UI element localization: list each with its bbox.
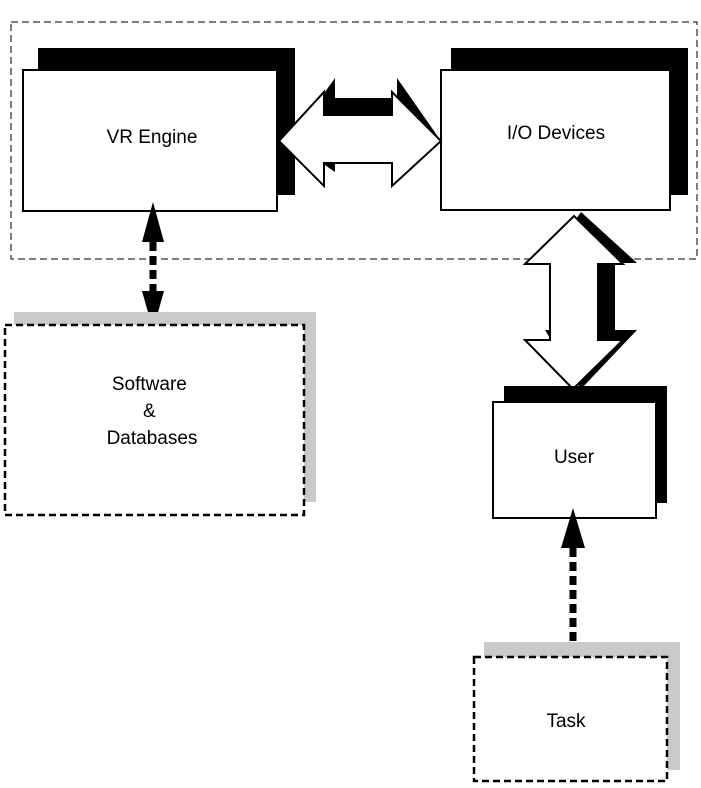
- software-databases-label: Software & Databases: [107, 374, 198, 449]
- vr-engine-shadow: [38, 48, 295, 195]
- io-devices-node[interactable]: I/O Devices: [440, 48, 688, 211]
- user-node[interactable]: User: [492, 386, 667, 519]
- task-node[interactable]: Task: [472, 642, 680, 783]
- task-shadow: [484, 642, 680, 770]
- vr-software-arrow-bottom-head: [142, 291, 164, 330]
- user-box: [492, 401, 657, 519]
- vr-software-dashed-arrow: [142, 202, 164, 330]
- vr-io-arrow-body: [277, 89, 443, 189]
- software-databases-box: [3, 323, 306, 517]
- io-devices-label: I/O Devices: [507, 123, 605, 144]
- system-boundary: [10, 21, 698, 260]
- task-label: Task: [546, 711, 586, 732]
- software-label-line-3: Databases: [107, 428, 198, 449]
- vr-engine-box: [22, 69, 278, 212]
- io-user-double-arrow: [522, 212, 637, 391]
- task-user-arrow-head: [561, 508, 585, 548]
- software-label-line-2: &: [143, 401, 156, 422]
- task-box: [472, 655, 669, 783]
- vr-software-arrow-top-head: [142, 202, 164, 242]
- vr-engine-label: VR Engine: [107, 127, 198, 148]
- user-shadow: [504, 386, 667, 503]
- vr-io-double-arrow: [277, 78, 443, 189]
- software-label-line-1: Software: [112, 374, 187, 395]
- io-devices-shadow: [451, 48, 688, 195]
- user-label: User: [554, 447, 595, 468]
- task-user-dashed-arrow: [561, 508, 585, 642]
- vr-engine-node[interactable]: VR Engine: [22, 48, 295, 212]
- software-databases-node[interactable]: Software & Databases: [3, 312, 316, 517]
